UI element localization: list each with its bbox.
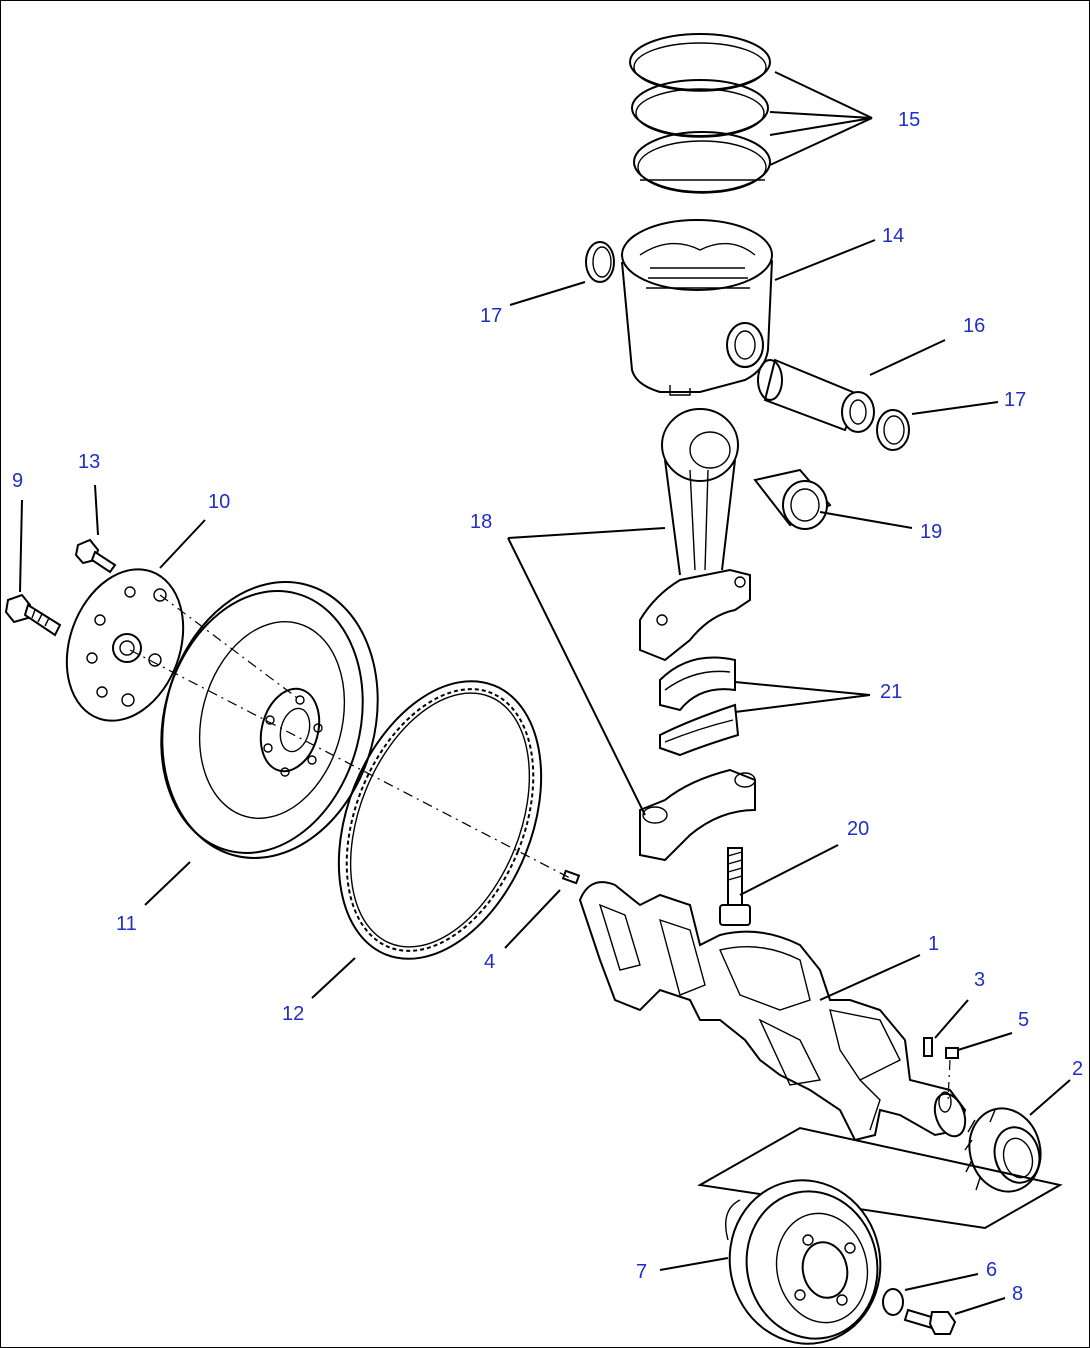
label-4: 4 [484, 951, 495, 973]
label-5: 5 [1018, 1009, 1029, 1031]
label-14: 14 [882, 225, 904, 247]
label-17b: 17 [1004, 389, 1026, 411]
label-15: 15 [898, 109, 920, 131]
key [923, 1037, 933, 1057]
label-11: 11 [116, 913, 137, 935]
snap-ring-right [876, 409, 910, 451]
part-labels: 15 14 17 16 17 18 19 21 20 1 3 5 2 4 12 … [12, 109, 1083, 1305]
dowel-pin [561, 869, 581, 885]
woodruff-pin [945, 1047, 959, 1101]
label-21: 21 [880, 681, 902, 703]
connecting-rod [639, 408, 751, 662]
bearing-shells [659, 656, 740, 757]
bushing [753, 468, 832, 530]
label-19: 19 [920, 521, 942, 543]
bolt-axis [159, 594, 301, 701]
pulley-group-outline [697, 1126, 1063, 1230]
center-axis [129, 649, 571, 879]
leader-lines [19, 71, 1071, 1315]
crank-gear [964, 1107, 1042, 1193]
rod-bolt [719, 847, 751, 926]
label-9: 9 [12, 470, 23, 492]
rod-cap [639, 768, 756, 862]
label-7: 7 [636, 1261, 647, 1283]
label-18: 18 [470, 511, 492, 533]
piston-rings [629, 33, 771, 194]
flywheel [160, 581, 379, 859]
label-10: 10 [208, 491, 230, 513]
bolt-13 [74, 538, 117, 574]
label-1: 1 [928, 933, 939, 955]
piston [621, 219, 773, 396]
label-13: 13 [78, 451, 100, 473]
piston-pin [757, 358, 875, 433]
label-3: 3 [974, 969, 985, 991]
label-2: 2 [1072, 1058, 1083, 1080]
label-17a: 17 [480, 305, 502, 327]
ring-gear [337, 680, 543, 960]
bolt-9 [4, 593, 62, 637]
drive-plate [65, 568, 185, 722]
label-16: 16 [963, 315, 985, 337]
snap-ring-left [585, 241, 615, 283]
label-8: 8 [1012, 1283, 1023, 1305]
pulley-bolt [903, 1308, 957, 1335]
crank-pulley [725, 1179, 882, 1345]
washer [882, 1288, 904, 1316]
label-6: 6 [986, 1259, 997, 1281]
label-12: 12 [282, 1003, 304, 1025]
crankshaft [578, 881, 967, 1142]
label-20: 20 [847, 818, 869, 840]
